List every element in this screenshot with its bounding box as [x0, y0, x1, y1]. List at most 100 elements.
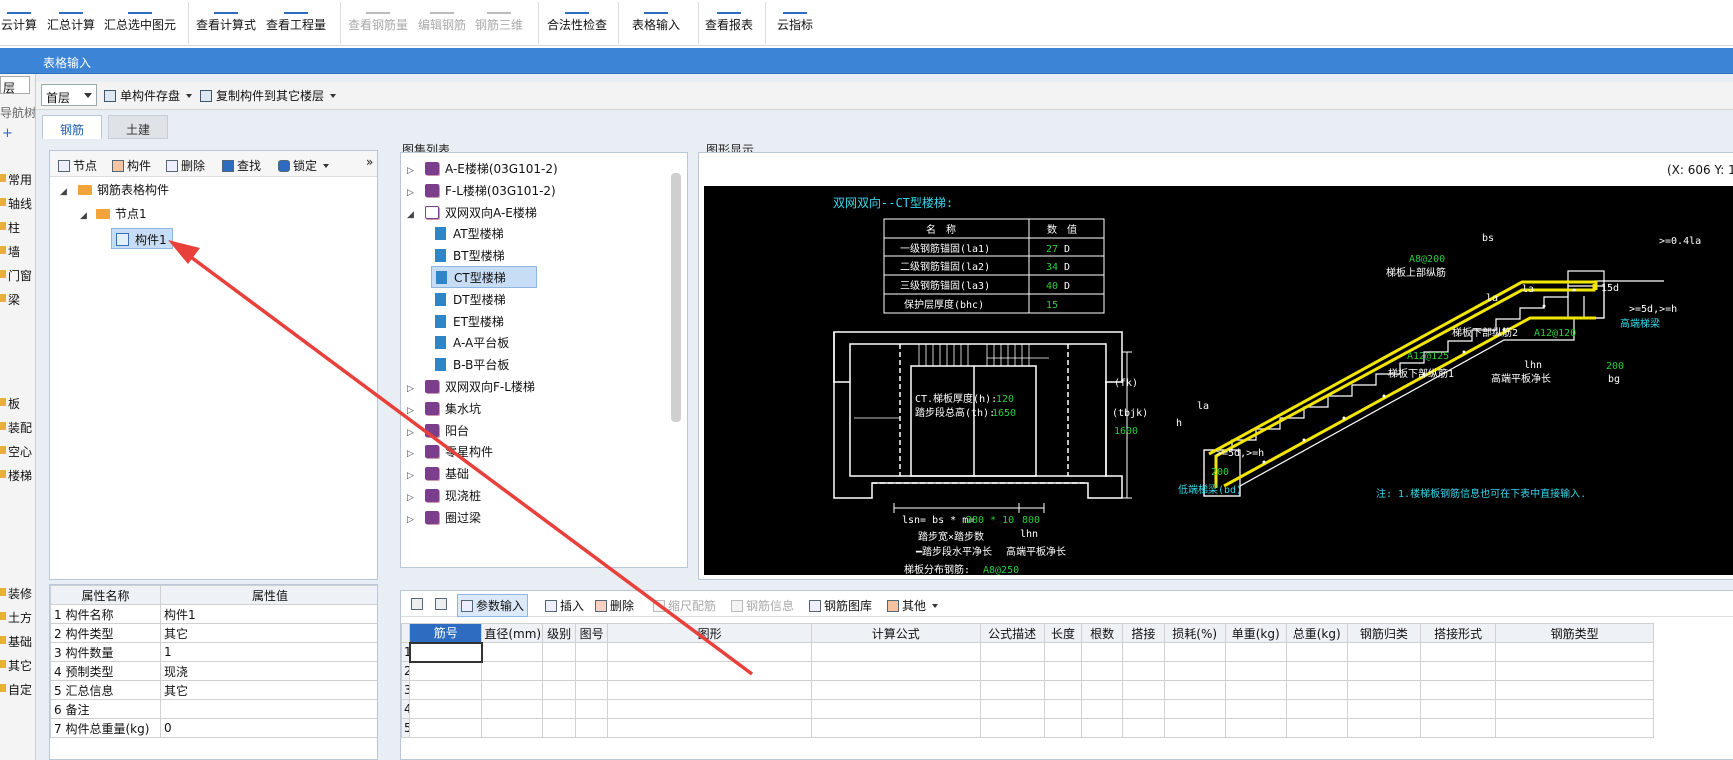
rebar-cell[interactable] — [408, 641, 483, 663]
rebar-cell[interactable] — [1224, 680, 1287, 700]
add-icon[interactable]: + — [2, 126, 13, 141]
nav-item[interactable]: 轴线 — [0, 192, 35, 212]
tab-civil[interactable]: 土建 — [108, 115, 168, 139]
tree-root[interactable]: ◢钢筋表格构件 — [60, 181, 169, 203]
nav-item[interactable]: 土方 — [0, 606, 35, 626]
atlas-item[interactable]: ▷圈过梁 — [407, 506, 481, 528]
nav-item[interactable]: 基础 — [0, 630, 35, 650]
param-input-button[interactable]: 参数输入 — [457, 594, 529, 617]
rebar-cell[interactable] — [574, 718, 609, 738]
rebar-cell[interactable] — [810, 718, 981, 738]
expand-icon[interactable]: ▷ — [407, 471, 414, 482]
rebar-cell[interactable] — [1495, 680, 1654, 700]
expand-icon[interactable]: ▷ — [407, 405, 414, 416]
delete-row-button[interactable]: 删除 — [595, 597, 634, 614]
rebar-cell[interactable] — [810, 680, 981, 700]
rebar-cell[interactable] — [1122, 680, 1165, 700]
atlas-item[interactable]: ▷F-L楼梯(03G101-2) — [407, 179, 556, 201]
rebar-cell[interactable] — [979, 699, 1045, 719]
bar-library-button[interactable]: 钢筋图库 — [809, 597, 872, 614]
stair-drawing-canvas[interactable]: 双网双向--CT型楼梯: 名 称 数 值 一级钢筋锚固(la1) 27 D 二级… — [704, 186, 1733, 575]
rebar-cell[interactable] — [481, 699, 544, 719]
atlas-item[interactable]: A-A平台板 — [435, 331, 509, 353]
property-value[interactable]: 其它 — [160, 680, 377, 700]
nav-item[interactable]: 楼梯 — [0, 464, 35, 484]
atlas-item[interactable]: B-B平台板 — [435, 353, 509, 375]
rebar-cell[interactable] — [542, 718, 576, 738]
atlas-item[interactable]: ◢双网双向A-E楼梯 — [407, 201, 537, 223]
rebar-cell[interactable] — [979, 718, 1045, 738]
rebar-cell[interactable] — [1043, 680, 1083, 700]
rebar-cell[interactable] — [1163, 661, 1226, 681]
expand-icon[interactable]: ▷ — [407, 449, 414, 460]
tab-rebar[interactable]: 钢筋 — [42, 115, 102, 139]
property-value[interactable]: 0 — [160, 718, 377, 738]
atlas-item[interactable]: ▷阳台 — [407, 419, 469, 441]
rebar-cell[interactable] — [1163, 699, 1226, 719]
rebar-cell[interactable] — [1224, 642, 1287, 662]
rebar-cell[interactable] — [1419, 680, 1497, 700]
atlas-item[interactable]: AT型楼梯 — [435, 222, 504, 244]
property-value[interactable]: 构件1 — [160, 604, 377, 624]
expand-icon[interactable]: ▷ — [407, 187, 414, 198]
nav-item[interactable]: 常用 — [0, 168, 35, 188]
rebar-cell[interactable] — [1163, 718, 1226, 738]
rebar-cell[interactable] — [1285, 718, 1348, 738]
nav-item[interactable]: 空心 — [0, 440, 35, 460]
floor-select[interactable]: 首层 — [41, 84, 97, 106]
rebar-cell[interactable] — [1043, 642, 1083, 662]
add-node-button[interactable]: 节点 — [58, 157, 97, 174]
ribbon-button-5[interactable]: 查看钢筋量 — [345, 0, 411, 46]
atlas-item[interactable]: ▷双网双向F-L楼梯 — [407, 375, 535, 397]
rebar-cell[interactable] — [574, 661, 609, 681]
rebar-cell[interactable] — [607, 680, 812, 700]
rebar-cell[interactable] — [1419, 699, 1497, 719]
rebar-cell[interactable] — [542, 699, 576, 719]
rebar-cell[interactable] — [1224, 661, 1287, 681]
rebar-cell[interactable] — [979, 680, 1045, 700]
rebar-cell[interactable] — [1419, 718, 1497, 738]
rebar-cell[interactable] — [481, 642, 544, 662]
atlas-item[interactable]: ▷集水坑 — [407, 397, 481, 419]
nav-item[interactable]: 自定 — [0, 678, 35, 698]
rebar-cell[interactable] — [1081, 680, 1123, 700]
rebar-cell[interactable] — [810, 661, 981, 681]
expand-icon[interactable]: ▷ — [407, 493, 414, 503]
copy-to-floor-button[interactable]: 复制构件到其它楼层 — [200, 87, 337, 104]
expand-icon[interactable]: ▷ — [407, 514, 414, 525]
expand-icon[interactable]: ▷ — [407, 427, 414, 438]
rebar-cell[interactable] — [574, 699, 609, 719]
rebar-cell[interactable] — [607, 718, 812, 738]
atlas-item[interactable]: ET型楼梯 — [435, 310, 504, 332]
rebar-cell[interactable] — [1122, 699, 1165, 719]
rebar-cell[interactable] — [481, 718, 544, 738]
property-value[interactable]: 1 — [160, 642, 377, 662]
rebar-cell[interactable] — [1346, 661, 1421, 681]
rebar-cell[interactable] — [409, 718, 483, 738]
collapse-icon[interactable]: ◢ — [80, 211, 87, 221]
rebar-cell[interactable] — [481, 680, 544, 700]
rebar-cell[interactable] — [810, 642, 981, 662]
nav-item[interactable]: 其它 — [0, 654, 35, 674]
atlas-item[interactable]: DT型楼梯 — [435, 288, 506, 310]
ribbon-button-8[interactable]: 合法性检查 — [542, 0, 612, 46]
atlas-item[interactable]: ▷零星构件 — [407, 440, 493, 462]
rebar-cell[interactable] — [409, 680, 483, 700]
rebar-cell[interactable] — [481, 661, 544, 681]
find-button[interactable]: 查找 — [222, 157, 261, 174]
save-component-button[interactable]: 单构件存盘 — [104, 87, 193, 104]
ribbon-button-9[interactable]: 表格输入 — [626, 0, 686, 46]
tree-node[interactable]: ◢节点1 — [80, 205, 147, 227]
rebar-cell[interactable] — [1419, 642, 1497, 662]
expand-icon[interactable]: ▷ — [407, 166, 414, 176]
rebar-cell[interactable] — [1043, 699, 1083, 719]
rebar-cell[interactable] — [542, 642, 576, 662]
ribbon-button-3[interactable]: 查看计算式 — [193, 0, 259, 46]
ribbon-button-1[interactable]: 汇总计算 — [42, 0, 100, 46]
delete-button[interactable]: 删除 — [166, 157, 205, 174]
nav-item[interactable]: 装修 — [0, 582, 35, 602]
rebar-cell[interactable] — [607, 661, 812, 681]
rebar-cell[interactable] — [607, 699, 812, 719]
expand-icon[interactable]: ▷ — [407, 384, 414, 394]
atlas-item[interactable]: ▷基础 — [407, 462, 469, 484]
